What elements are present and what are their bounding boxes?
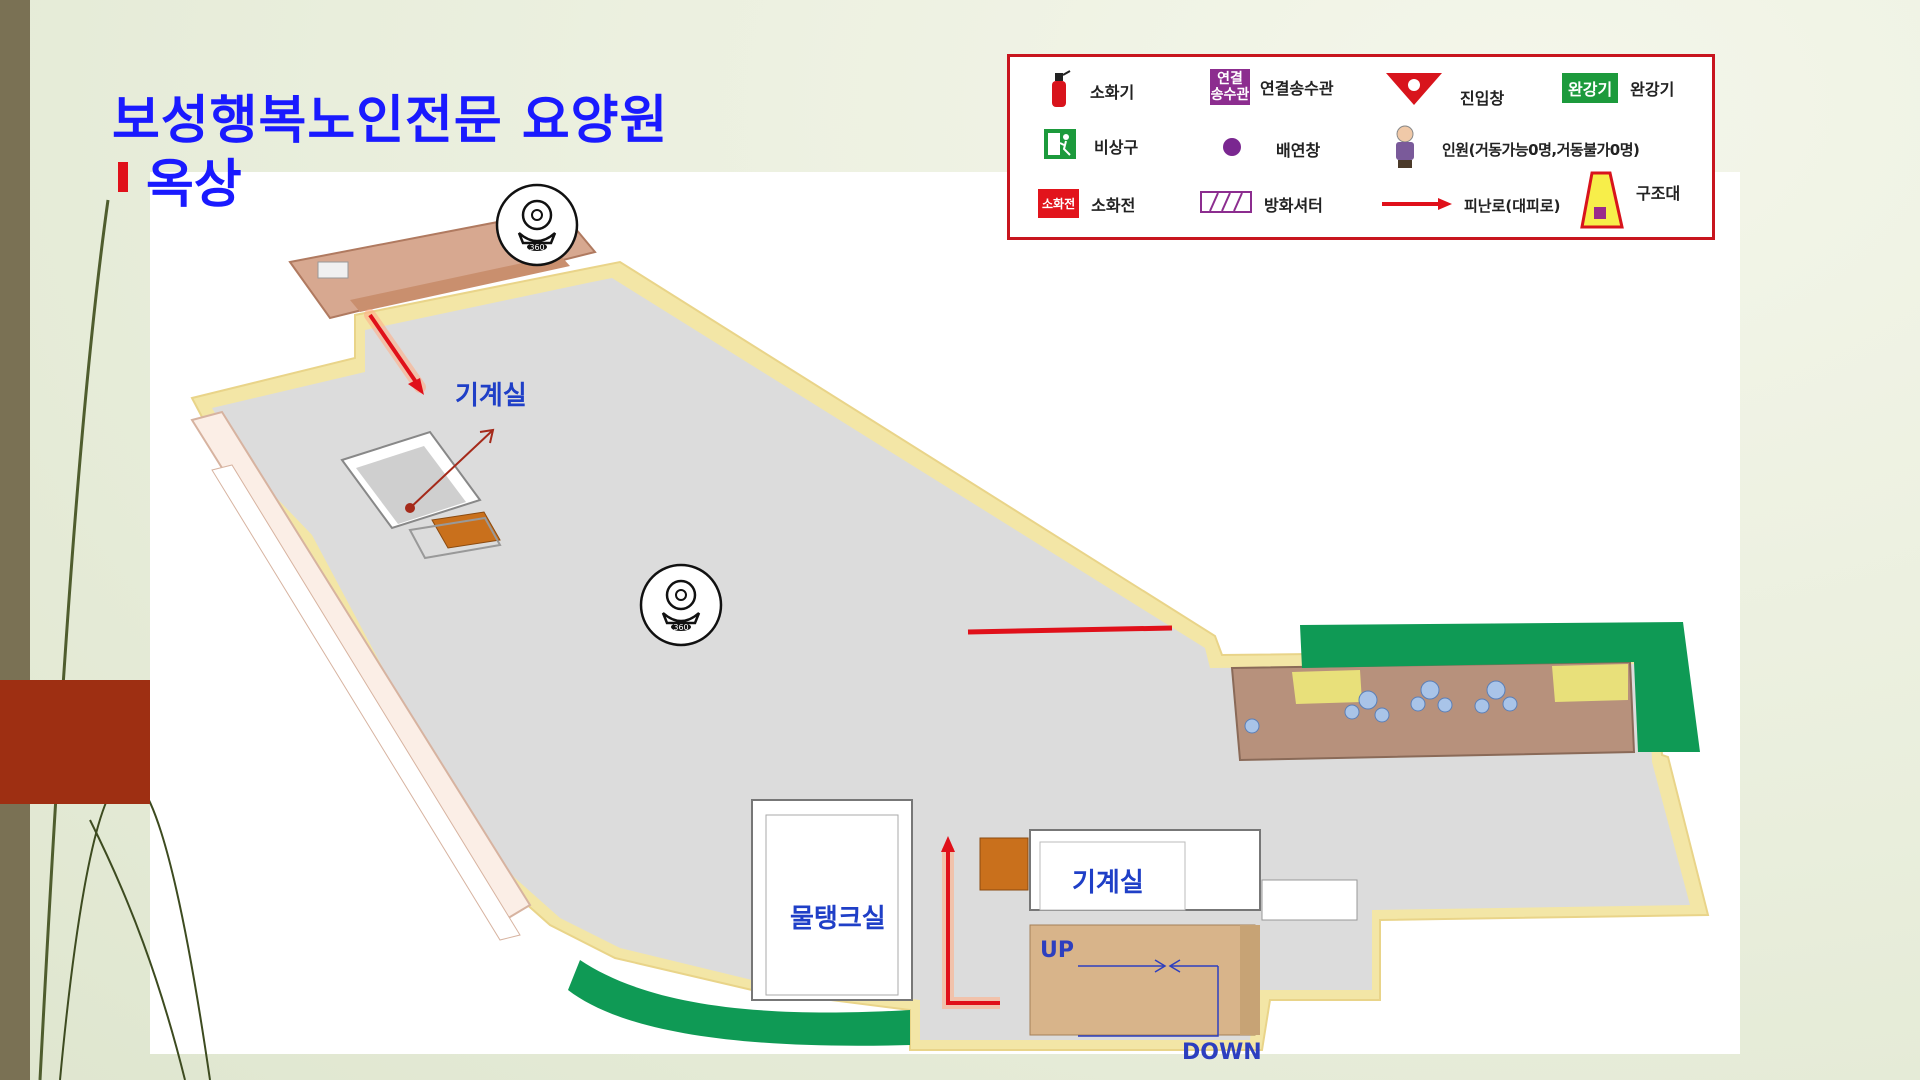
camera-badge: 360: [673, 623, 688, 632]
bottom-stair-step: [1240, 925, 1260, 1035]
decor-curve: [89, 819, 186, 1080]
stair-down-path: [1078, 966, 1219, 1037]
label-machine-room-top: 기계실: [455, 381, 527, 411]
tables: [1244, 680, 1518, 734]
table: [1358, 690, 1378, 710]
table: [1410, 696, 1426, 712]
fire-shutter-line: [967, 625, 1173, 635]
green-zone-bottom: [568, 960, 910, 1046]
camera-badge: 360: [529, 243, 544, 252]
page-title: 보성행복노인전문 요양원: [112, 91, 669, 151]
legend: 소화기 연결 송수관 연결송수관 진입창 완강기 완강기 비상구 배연창 인원(…: [1007, 54, 1715, 240]
page-subtitle: 옥상: [146, 155, 242, 215]
right-room-wall: [1292, 670, 1362, 704]
rooftop-floor: [212, 278, 1690, 1040]
evacuation-route-top: [364, 309, 426, 395]
stair-up-label: UP: [1040, 938, 1074, 963]
machine-room-stair: [431, 511, 501, 549]
legend-entry-window: 진입창: [1386, 71, 1504, 111]
entry-window-icon: [1386, 71, 1442, 111]
label-machine-room-bottom: 기계실: [1072, 868, 1144, 898]
legend-evacuation-route: 피난로(대피로): [1382, 195, 1561, 216]
slow-descender-icon: 완강기: [1562, 73, 1619, 103]
connection-pipe-icon: 연결 송수관: [1210, 69, 1250, 105]
legend-fire-shutter: 방화셔터: [1200, 191, 1323, 217]
legend-hydrant: 소화전 소화전: [1038, 189, 1135, 218]
table: [1374, 707, 1390, 723]
table: [1244, 718, 1260, 734]
table: [1474, 698, 1490, 714]
fire-shutter-icon: [1200, 191, 1252, 217]
right-room-wall: [1552, 664, 1628, 702]
rescue-bag-icon: [1580, 171, 1624, 233]
water-tank-room-inner: [765, 814, 899, 996]
legend-fire-extinguisher: 소화기: [1046, 69, 1134, 113]
machine-room-access-arrowhead: [479, 428, 495, 444]
camera-360-icon[interactable]: [639, 563, 723, 647]
brown-door: [979, 837, 1029, 891]
subtitle-marker: [118, 162, 128, 192]
table: [1502, 696, 1518, 712]
machine-room-access-arrow: [409, 429, 494, 509]
machine-room-step: [408, 516, 502, 560]
label-water-tank-room: 물탱크실: [790, 904, 886, 934]
machine-room-bottom-inner: [1039, 841, 1186, 911]
decor-curve: [59, 776, 211, 1080]
top-stair-box: [317, 261, 349, 279]
fire-extinguisher-icon: [1046, 69, 1072, 113]
legend-emergency-exit: 비상구: [1044, 129, 1138, 163]
person-icon: [1390, 125, 1420, 173]
machine-room-structure-top-inner: [356, 446, 466, 524]
legend-connection-pipe: 연결 송수관 연결송수관: [1210, 69, 1334, 105]
legend-slow-descender: 완강기 완강기: [1562, 73, 1674, 103]
left-edge-strip: [211, 464, 521, 941]
left-decor-block: [0, 680, 150, 804]
evacuation-route-bottom: [941, 836, 1000, 1009]
stair-down-arrowhead: [1168, 959, 1181, 973]
table: [1344, 704, 1360, 720]
table: [1486, 680, 1506, 700]
legend-rescue-bag: 구조대: [1580, 171, 1680, 233]
smoke-vent-icon: [1222, 137, 1242, 161]
hydrant-icon: 소화전: [1038, 189, 1080, 218]
bottom-right-ledge: [1261, 879, 1358, 921]
evacuation-route-icon: [1382, 196, 1452, 216]
emergency-exit-icon: [1044, 129, 1076, 163]
legend-persons: 인원(거동가능0명,거동불가0명): [1390, 125, 1640, 173]
top-stair-treads: [350, 255, 570, 312]
legend-smoke-vent: 배연창: [1210, 137, 1320, 161]
stair-down-label: DOWN: [1182, 1040, 1262, 1065]
camera-360-icon[interactable]: [495, 183, 579, 267]
decor-curve: [38, 199, 110, 1080]
machine-room-access-point: [405, 503, 415, 513]
stair-up-arrowhead: [1154, 959, 1167, 973]
table: [1437, 697, 1453, 713]
table: [1420, 680, 1440, 700]
green-zone-right: [1300, 622, 1700, 752]
left-decor-bar: [0, 0, 30, 1080]
